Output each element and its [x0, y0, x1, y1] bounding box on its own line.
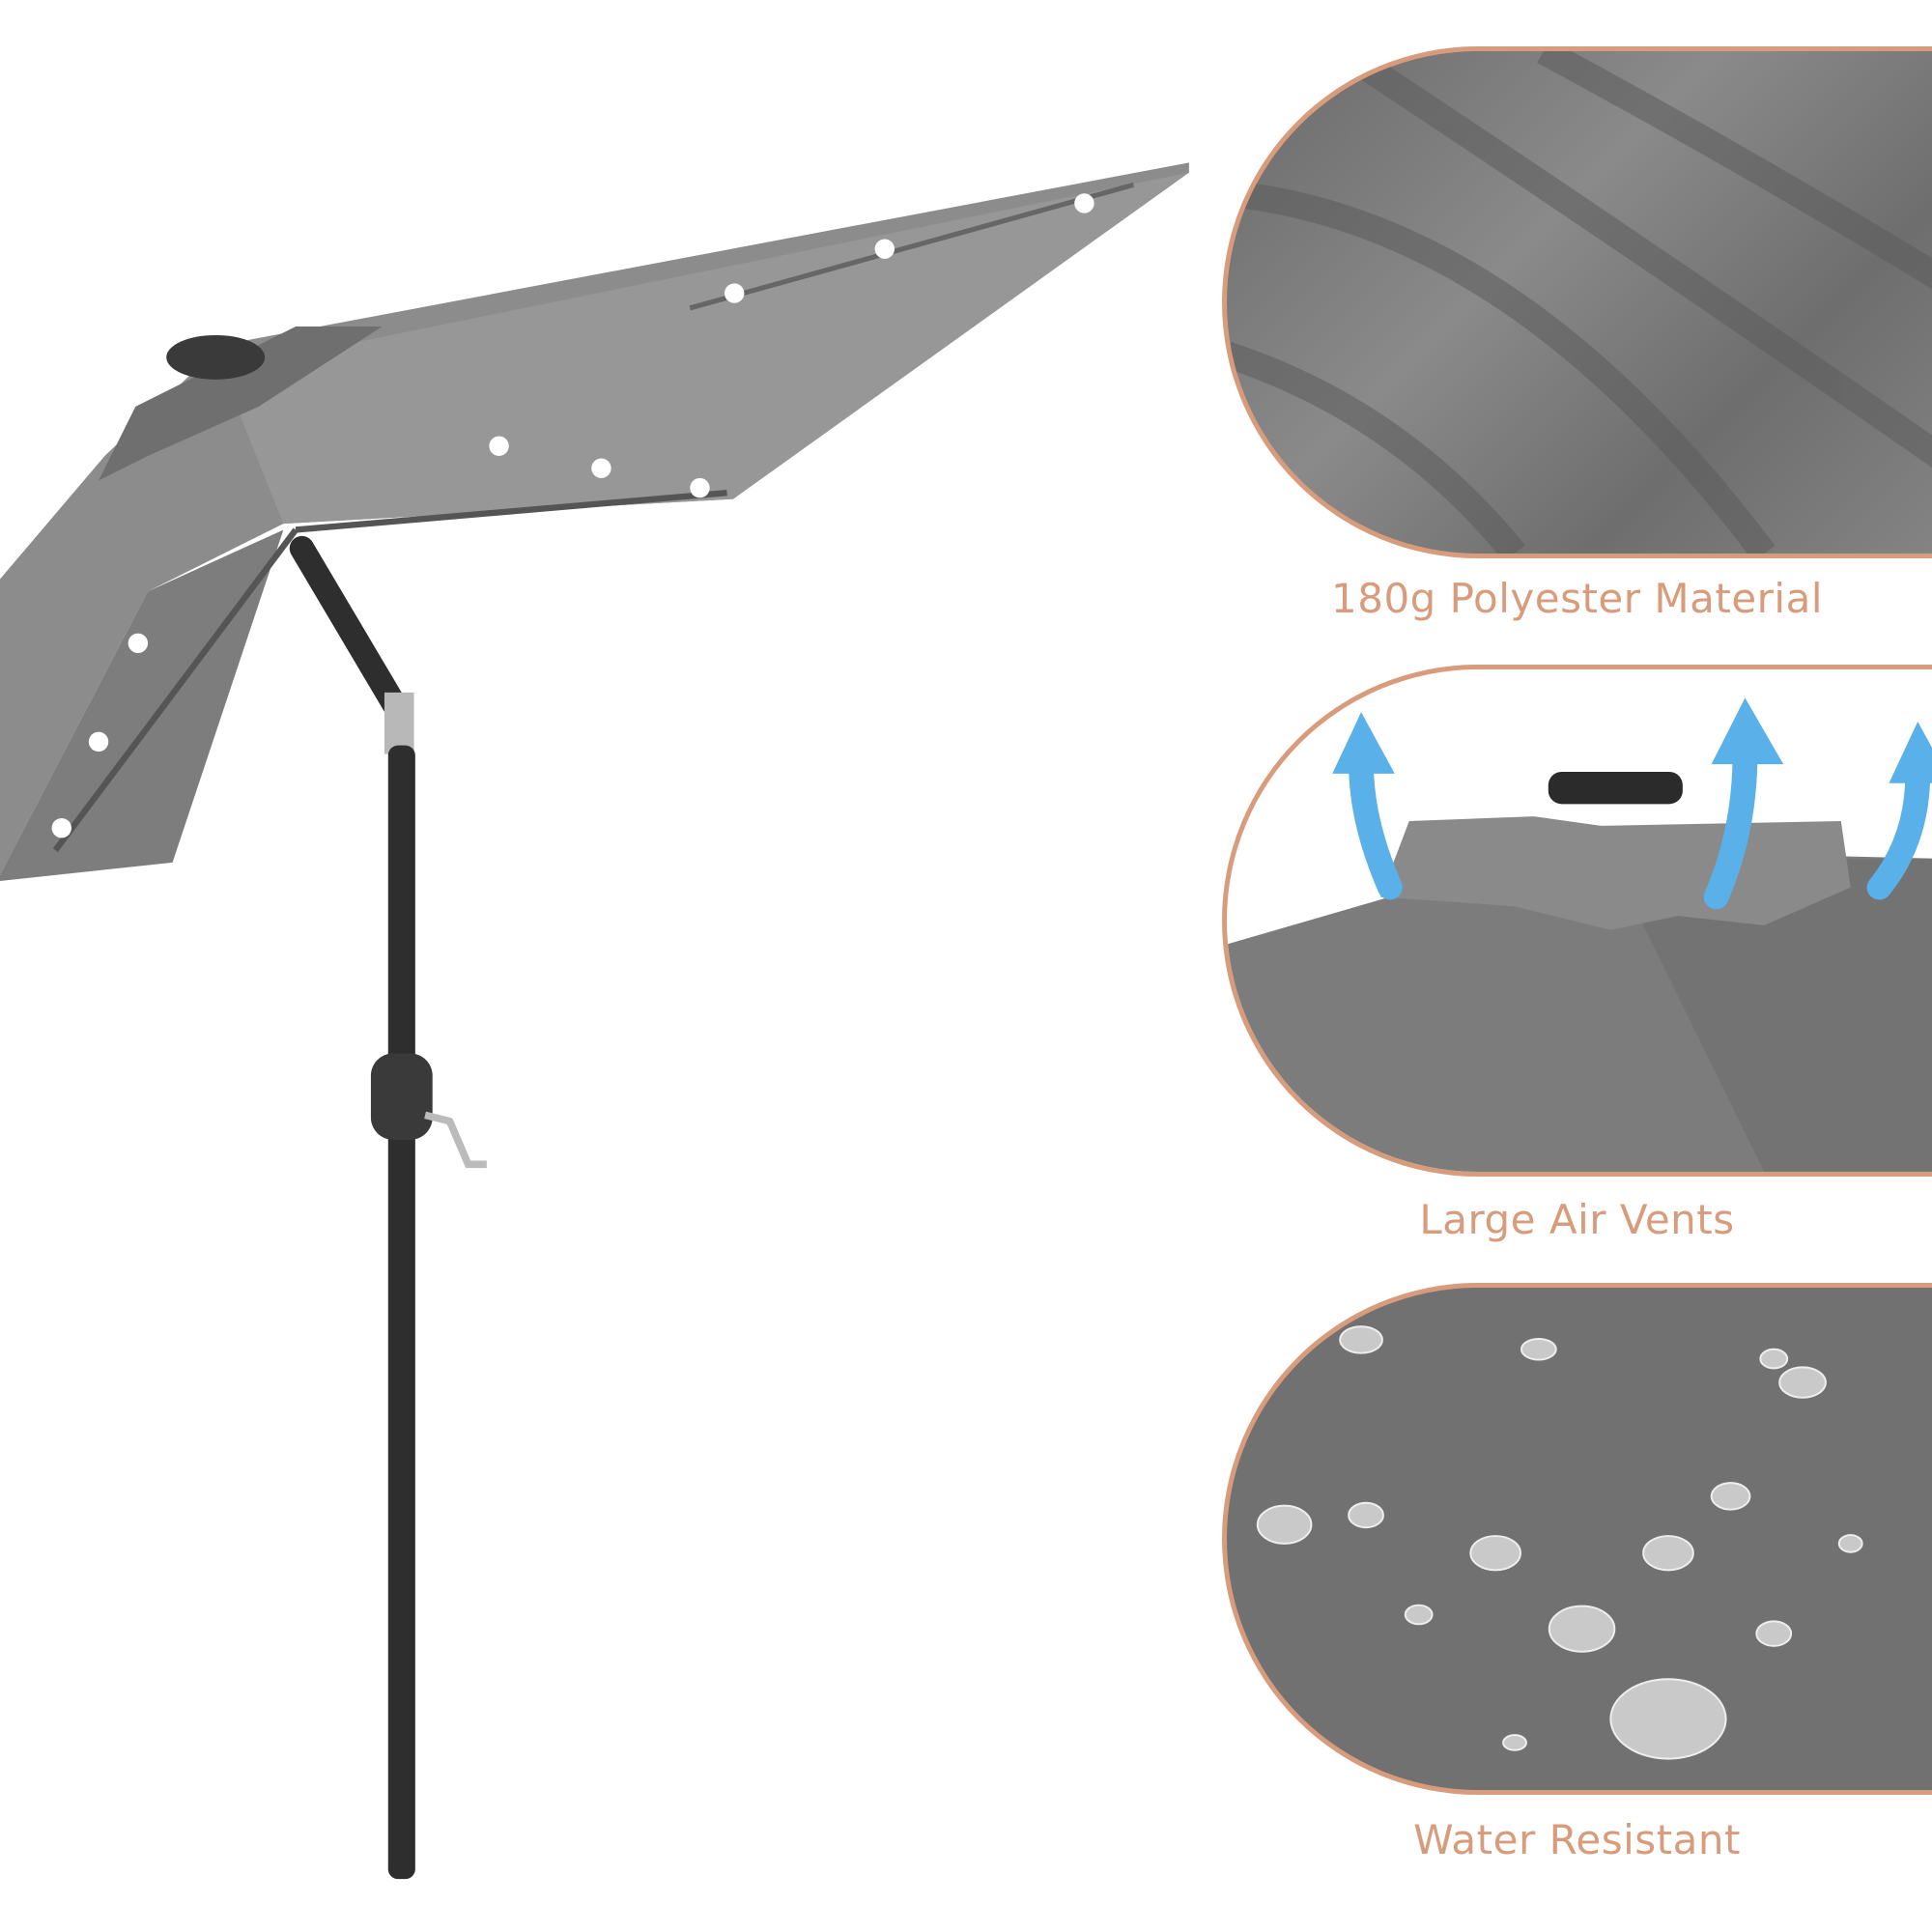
fabric-folds — [1227, 51, 1932, 554]
canopy-underside — [0, 529, 284, 881]
canopy-panel-front — [221, 172, 1189, 525]
feature-label-material: 180g Polyester Material — [1331, 575, 1823, 622]
crank-housing — [370, 1053, 433, 1140]
led-lights — [51, 193, 1094, 838]
pole — [387, 745, 415, 1880]
water-resistant-panel — [1222, 1283, 1932, 1795]
solar-panel — [1548, 771, 1683, 805]
solar-panel — [166, 334, 266, 380]
water-droplets — [1256, 1325, 1863, 1760]
air-vent — [99, 327, 383, 481]
feature-label-water: Water Resistant — [1413, 1816, 1741, 1863]
air-flow-arrow-icons — [1349, 742, 1931, 910]
vent-illustration — [1227, 697, 1932, 1172]
tilt-pole — [289, 535, 410, 722]
crank-handle — [424, 1111, 487, 1169]
air-vents-panel — [1222, 665, 1932, 1177]
tilt-joint — [384, 692, 414, 754]
fabric-closeup-panel — [1222, 46, 1932, 558]
feature-label-vents: Large Air Vents — [1419, 1196, 1735, 1243]
